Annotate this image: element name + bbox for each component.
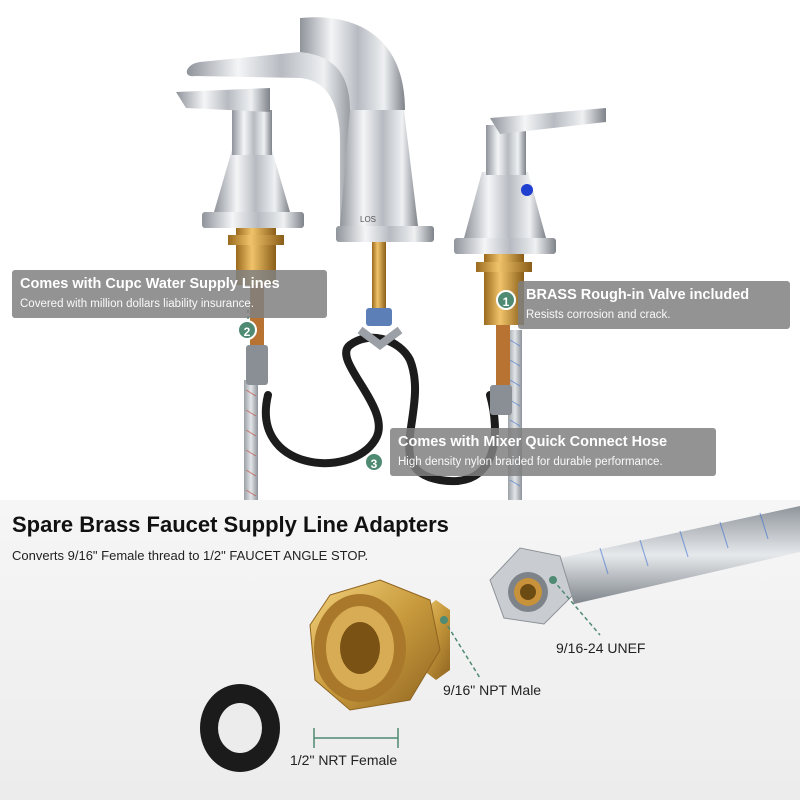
callout-subtitle: High density nylon braided for durable p…: [398, 456, 663, 468]
left-handle: [176, 88, 304, 228]
label-nrt-female: 1/2" NRT Female: [290, 752, 398, 768]
braided-hose: [489, 506, 800, 625]
supply-line-left: [244, 380, 258, 500]
adapters-section: [0, 500, 800, 800]
right-handle: [454, 108, 606, 254]
callout-number-badge: 2: [237, 320, 257, 340]
callout-title: BRASS Rough-in Valve included: [526, 287, 750, 303]
callout-mixer-hose: Comes with Mixer Quick Connect Hose High…: [390, 428, 716, 476]
callout-supply-lines: Comes with Cupc Water Supply Lines Cover…: [12, 270, 327, 318]
rubber-washer: [200, 684, 280, 772]
faucet-illustration: LOS: [176, 17, 606, 500]
brass-adapter: [309, 579, 450, 711]
callout-title: Comes with Cupc Water Supply Lines: [20, 276, 280, 292]
tee-connector: [357, 240, 403, 350]
cold-indicator-dot: [521, 184, 533, 196]
adapters-illustration: [200, 506, 800, 772]
adapters-heading: Spare Brass Faucet Supply Line Adapters: [12, 512, 449, 537]
callout-title: Comes with Mixer Quick Connect Hose: [398, 434, 668, 450]
leader-line: [443, 619, 481, 679]
callout-subtitle: Covered with million dollars liability i…: [20, 298, 254, 310]
label-npt-male: 9/16" NPT Male: [443, 682, 542, 698]
spout: LOS: [186, 17, 434, 242]
callout-subtitle: Resists corrosion and crack.: [526, 309, 671, 321]
callout-number-badge: 1: [496, 290, 516, 310]
adapters-description: Converts 9/16" Female thread to 1/2" FAU…: [12, 548, 369, 563]
callout-rough-in-valve: BRASS Rough-in Valve included Resists co…: [518, 281, 790, 329]
right-valve: [476, 250, 532, 415]
callout-number-badge: 3: [364, 452, 384, 472]
spout-brand-mark: LOS: [360, 215, 376, 224]
faucet-section: LOS Comes with Cupc Water Supply Lines C…: [12, 17, 790, 500]
leader-line: [552, 579, 601, 636]
label-unef: 9/16-24 UNEF: [556, 640, 646, 656]
